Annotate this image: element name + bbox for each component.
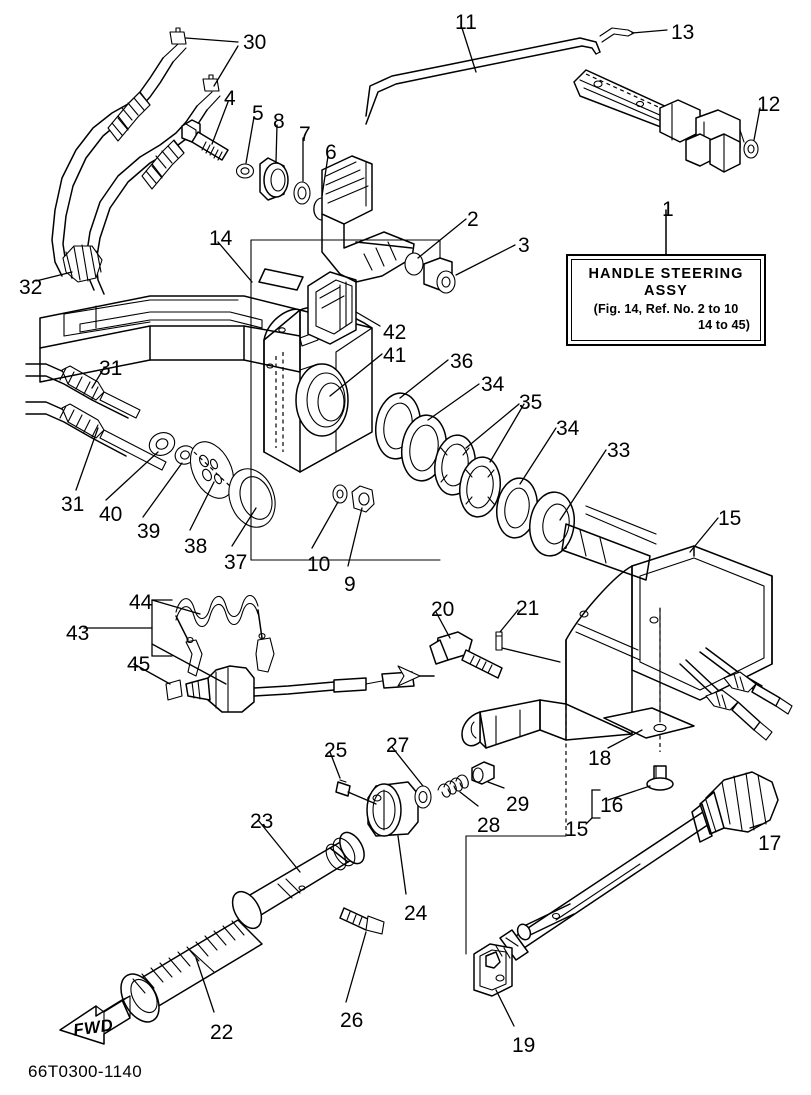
callout-30: 30 [243,31,267,54]
callout-7: 7 [299,123,311,146]
callout-43: 43 [66,622,90,645]
callout-13: 13 [671,21,695,44]
cable-joint-20 [429,631,561,679]
throttle-grip-assembly [120,831,385,1023]
friction-knob-17 [499,771,779,961]
handle-steering-assy-box: HANDLE STEERING ASSY (Fig. 14, Ref. No. … [566,254,766,346]
shift-cable-assembly [25,363,167,471]
callout-14: 14 [209,227,233,250]
callout-5: 5 [252,102,264,125]
friction-plate-group [148,432,276,528]
callout-11: 11 [455,11,477,34]
callout-29: 29 [506,793,530,816]
callout-39: 39 [137,520,161,543]
callout-44: 44 [129,591,153,614]
tiller-handle-body [461,505,793,836]
callout-41: 41 [383,344,407,367]
callout-18: 18 [588,747,612,770]
fwd-arrow [59,995,131,1045]
assy-title-line2: ASSY [644,282,688,299]
callout-19: 19 [512,1034,536,1057]
callout-15-b: 15 [565,818,589,841]
callout-38: 38 [184,535,208,558]
washer-stack [374,392,575,557]
callout-45: 45 [127,653,151,676]
callout-16: 16 [600,794,624,817]
callout-42: 42 [383,321,407,344]
steering-friction-lever [321,155,456,294]
nut-washer-group [332,484,375,513]
callout-31-upper: 31 [99,357,123,380]
leader-lines [35,27,763,1027]
cable-bracket-18 [603,607,695,791]
assy-ref-line2: 14 to 45) [698,317,750,332]
callout-8: 8 [273,110,285,133]
callout-6: 6 [325,141,337,164]
label-plate-group [250,239,441,561]
throttle-cable-assembly [51,27,221,295]
callout-26: 26 [340,1009,364,1032]
callout-12: 12 [757,93,781,116]
handle-housing [39,295,373,473]
callout-34-b: 34 [556,417,580,440]
callout-24: 24 [404,902,428,925]
callout-4: 4 [224,87,236,110]
steering-shaft-assembly [365,27,759,173]
callout-2: 2 [467,208,479,231]
callout-35: 35 [519,391,543,414]
assy-ref-line1: (Fig. 14, Ref. No. 2 to 10 [593,301,739,316]
callout-9: 9 [344,573,356,596]
callout-21: 21 [516,597,540,620]
callout-31-lower: 31 [61,493,85,516]
bolt-and-bushing-group [181,119,323,221]
callout-28: 28 [477,814,501,837]
callout-3: 3 [518,234,530,257]
collar-group [335,761,495,837]
callout-40: 40 [99,503,123,526]
callout-25: 25 [324,739,348,762]
callout-37: 37 [224,551,248,574]
callout-32: 32 [19,276,43,299]
callout-23: 23 [250,810,274,833]
figure-code: 66T0300-1140 [28,1062,143,1081]
engine-stop-switch [165,594,435,713]
callout-27: 27 [386,734,410,757]
callout-10: 10 [307,553,331,576]
callout-33: 33 [607,439,631,462]
callout-20: 20 [431,598,455,621]
callout-36: 36 [450,350,474,373]
callout-1: 1 [662,198,674,221]
rubber-cap-42 [307,271,357,345]
assy-title-line1: HANDLE STEERING [588,265,744,282]
callout-15-a: 15 [718,507,742,530]
callout-17: 17 [758,832,782,855]
callout-34-a: 34 [481,373,505,396]
cable-clamp-19 [465,835,575,997]
callout-22: 22 [210,1021,234,1044]
